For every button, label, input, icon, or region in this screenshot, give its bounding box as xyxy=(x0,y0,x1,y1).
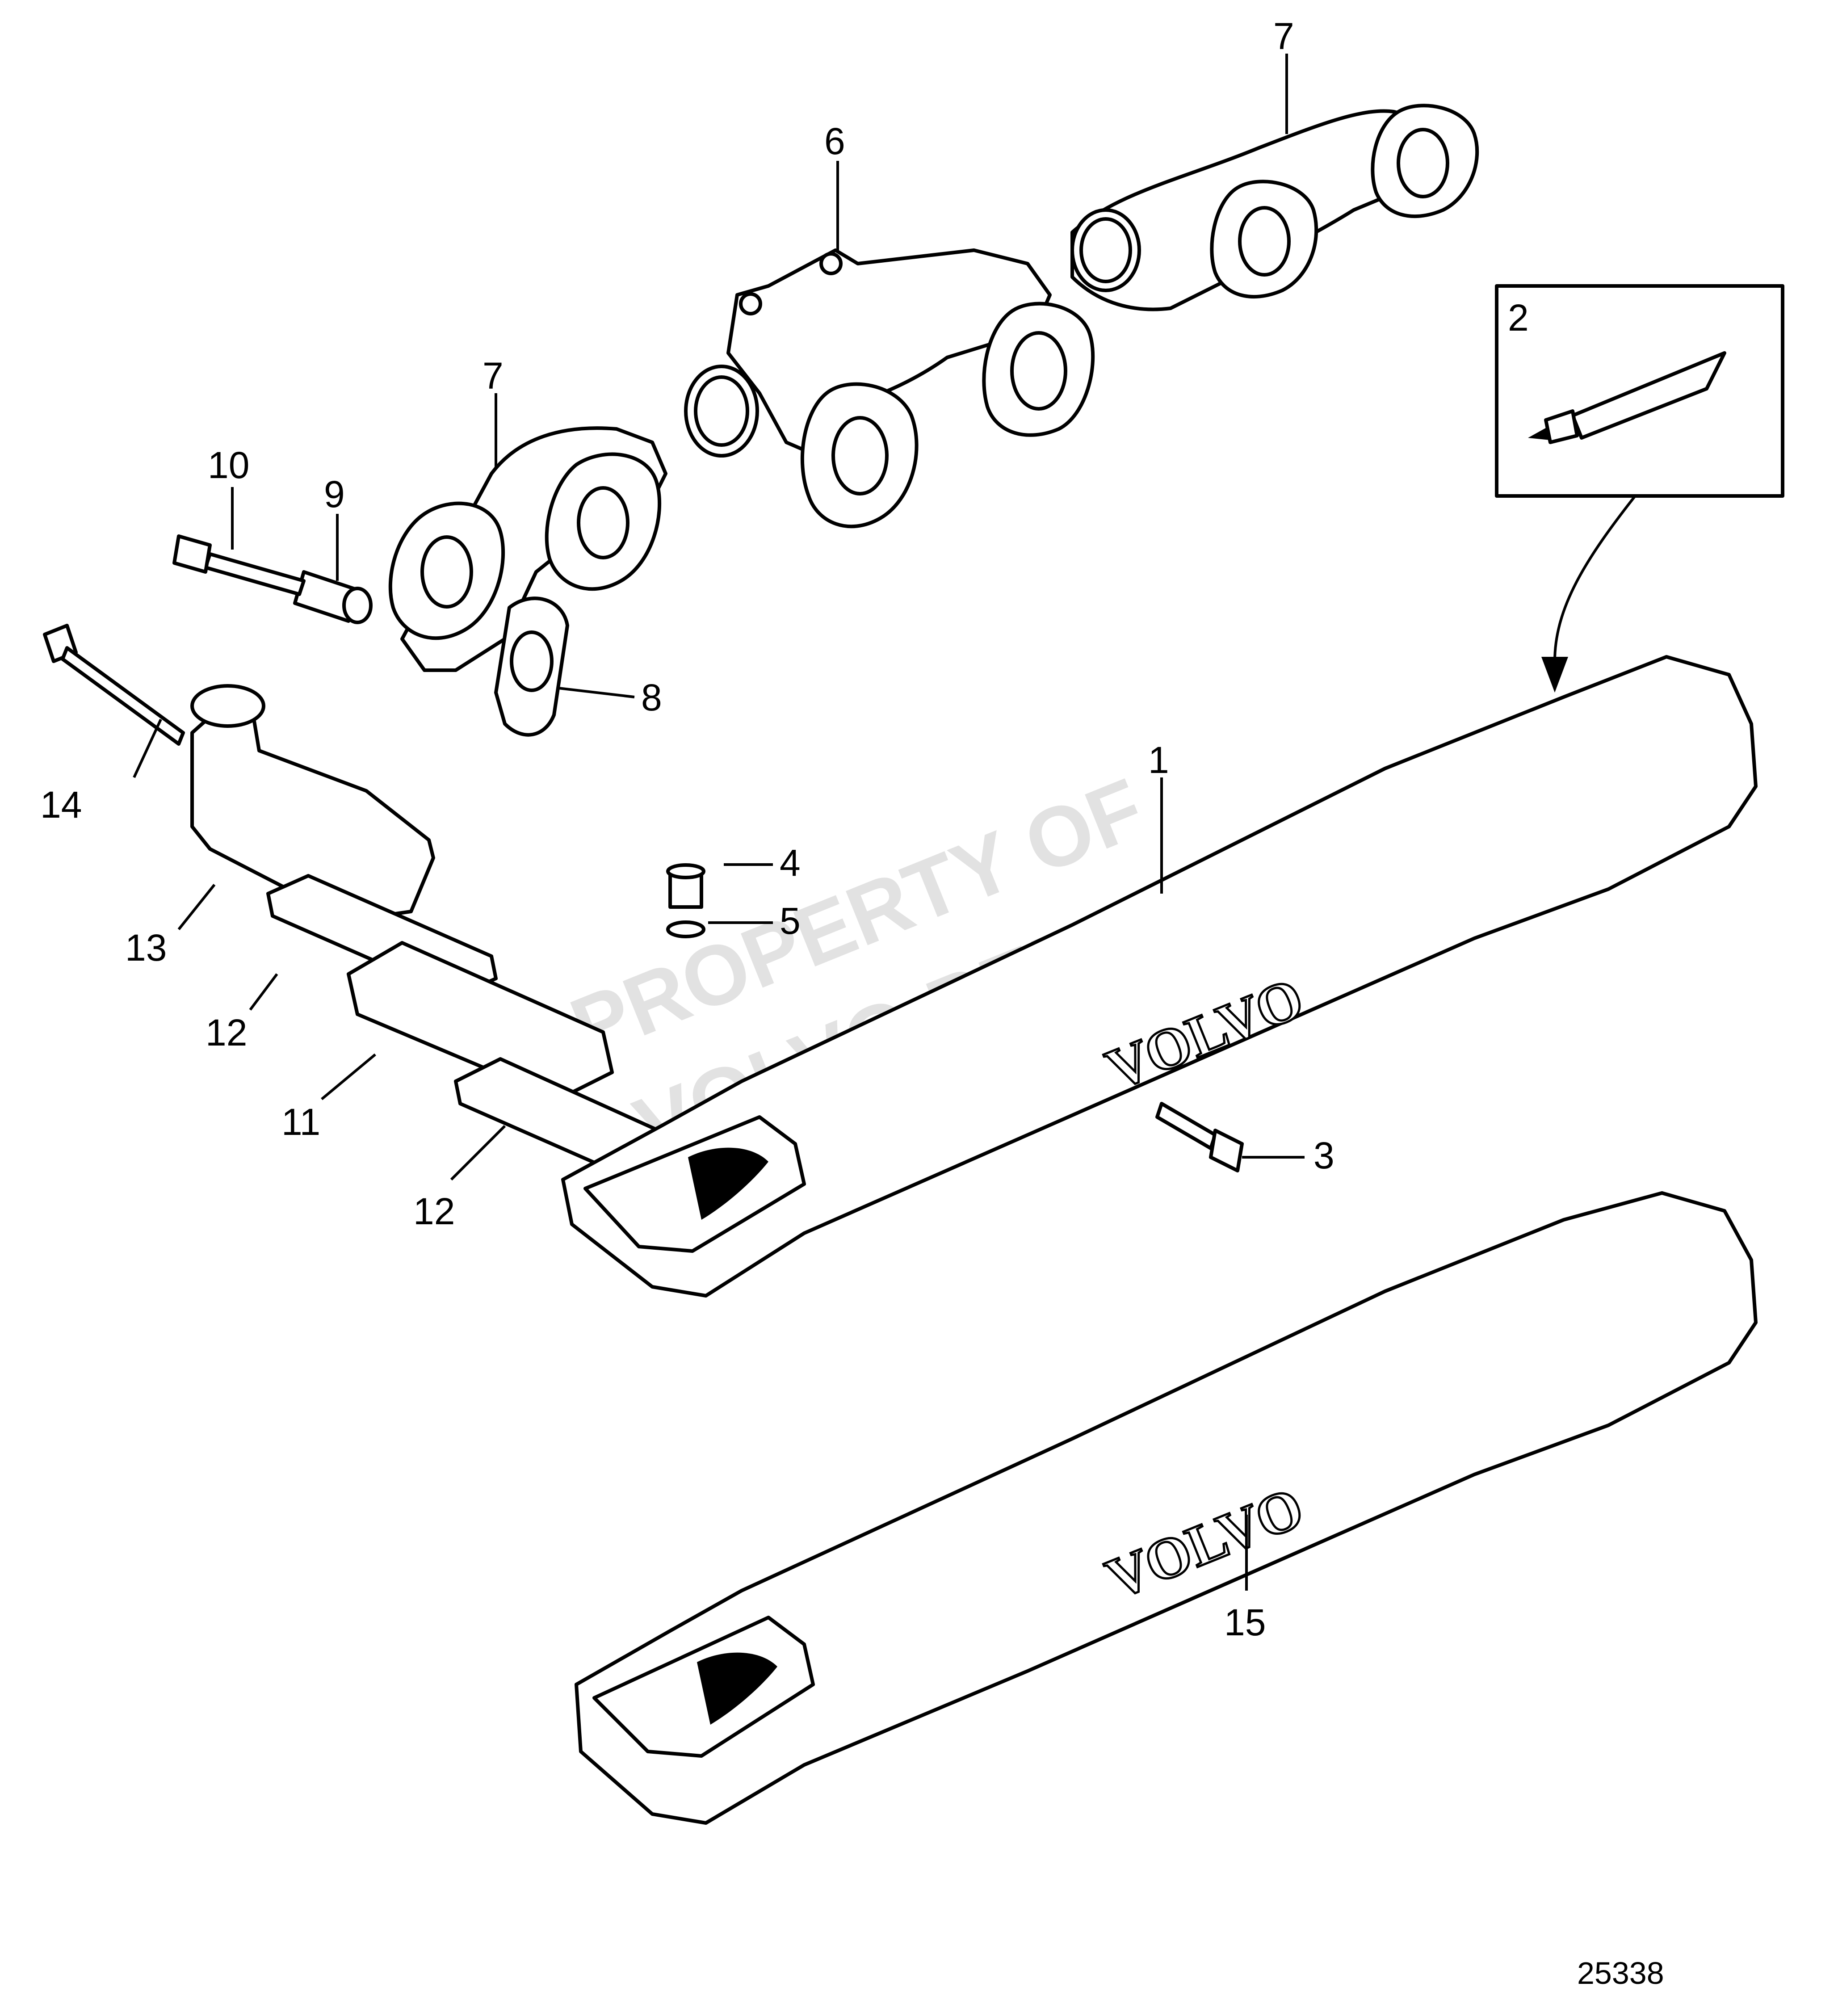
callout-13: 13 xyxy=(125,927,167,969)
sealant-tube-inset xyxy=(1495,284,1784,498)
long-bolt xyxy=(43,624,185,746)
callout-4: 4 xyxy=(780,842,801,884)
callout-8: 8 xyxy=(641,676,662,718)
callout-12-upper: 12 xyxy=(206,1012,247,1054)
figure-number: 25338 xyxy=(1577,1956,1664,1991)
callout-11: 11 xyxy=(281,1101,320,1143)
callout-7-top: 7 xyxy=(1273,15,1294,57)
application-arrow xyxy=(1553,495,1637,662)
exhaust-pipe-rear xyxy=(1070,104,1479,311)
callout-7-mid: 7 xyxy=(483,355,504,397)
callout-5: 5 xyxy=(780,900,801,942)
plug-washer-bolt xyxy=(666,863,1244,1172)
inlet-elbow-assembly xyxy=(190,684,694,1186)
leader-lines xyxy=(133,54,1305,1591)
exhaust-pipe-front xyxy=(388,426,667,672)
exhaust-manifold-center xyxy=(684,248,1095,529)
arrow-head xyxy=(1541,657,1568,693)
callout-6: 6 xyxy=(824,120,845,162)
callout-labels: 7 6 2 7 10 9 8 14 1 4 5 13 12 11 3 12 15 xyxy=(40,15,1529,1643)
callout-14: 14 xyxy=(40,784,82,826)
callout-3: 3 xyxy=(1313,1134,1334,1176)
intake-manifold-alt: VOLVO xyxy=(575,1191,1758,1825)
exhaust-gasket xyxy=(494,596,569,737)
spacer-and-bolt xyxy=(172,534,373,624)
callout-2: 2 xyxy=(1508,297,1529,339)
callout-12-lower: 12 xyxy=(413,1190,455,1232)
callout-1: 1 xyxy=(1148,739,1169,781)
callout-10: 10 xyxy=(208,444,249,486)
callout-9: 9 xyxy=(324,473,345,515)
callout-15: 15 xyxy=(1224,1601,1266,1643)
